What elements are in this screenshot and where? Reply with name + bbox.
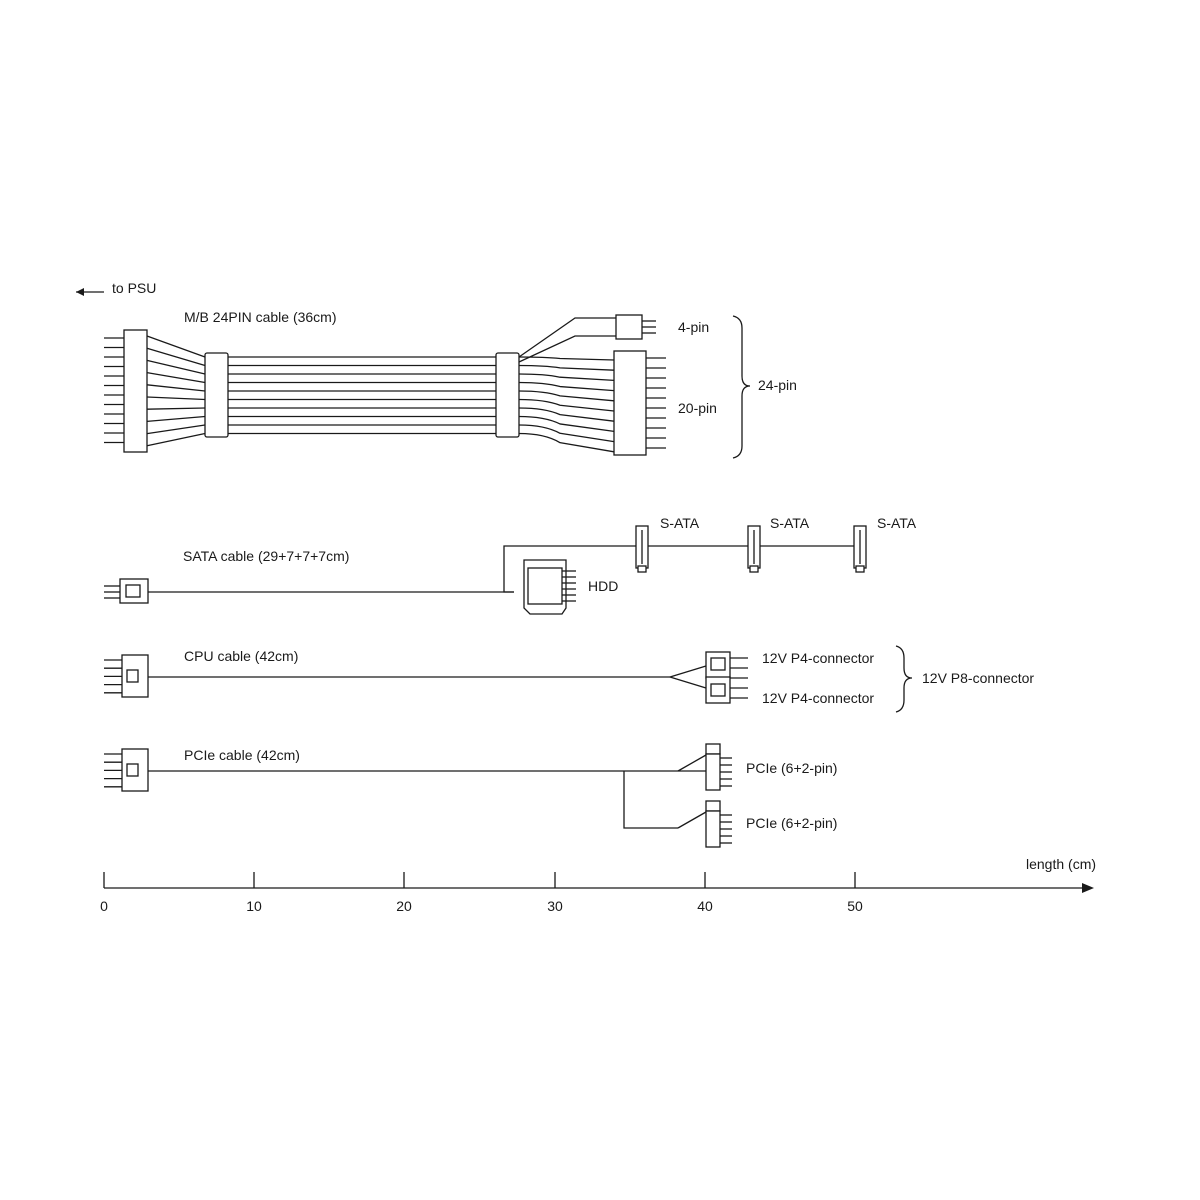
mb-wire-left-fan xyxy=(146,347,206,367)
mb-wire-right-fan xyxy=(518,381,615,392)
pcie-connector-1 xyxy=(705,753,721,791)
cpu-split-wires xyxy=(669,665,707,689)
cpu-cable-label: CPU cable (42cm) xyxy=(184,648,298,664)
axis-tick-label: 40 xyxy=(697,898,713,914)
sata-plug-tab xyxy=(749,565,759,573)
cpu-p8-label: 12V P8-connector xyxy=(922,670,1034,686)
pcie-left-pins xyxy=(104,753,122,788)
cpu-left-pins xyxy=(104,659,122,694)
pcie-connector-label-1: PCIe (6+2-pin) xyxy=(746,760,837,776)
pcie-branch-wire xyxy=(623,771,678,829)
length-axis xyxy=(103,872,1094,893)
to-psu-arrow xyxy=(76,288,104,296)
sata-cable-label: SATA cable (29+7+7+7cm) xyxy=(183,548,349,564)
cpu-psu-connector-latch xyxy=(126,669,139,683)
hdd-connector-body xyxy=(527,567,563,605)
sata-label-3: S-ATA xyxy=(877,515,917,531)
sata-label-1: S-ATA xyxy=(660,515,700,531)
mb-wire-right-fan xyxy=(518,415,615,433)
pcie-cable xyxy=(104,743,732,848)
mb-wire-4pin xyxy=(518,335,616,363)
mb-cable-label: M/B 24PIN cable (36cm) xyxy=(184,309,337,325)
cpu-p4-connector-2 xyxy=(705,676,731,704)
mb-wire-left-fan xyxy=(146,359,206,375)
mb-wire-4pin xyxy=(518,317,616,358)
sata-run-wire xyxy=(503,545,858,593)
mb-20pin-connector xyxy=(613,350,647,456)
mb-right-clip xyxy=(495,352,520,438)
cpu-cable xyxy=(104,645,913,713)
axis-tick-label: 20 xyxy=(396,898,412,914)
hdd-label: HDD xyxy=(588,578,618,594)
cpu-p8-brace xyxy=(895,645,913,713)
axis-tick-label: 50 xyxy=(847,898,863,914)
sata-psu-connector-latch xyxy=(125,584,141,598)
mb-wire-right-fan xyxy=(518,432,615,453)
sata-left-pins xyxy=(104,585,120,599)
pcie-psu-connector-latch xyxy=(126,763,139,777)
mb-wire-left-fan xyxy=(146,424,206,435)
axis-tick-label: 10 xyxy=(246,898,262,914)
mb-wire-left-fan xyxy=(146,407,206,410)
axis-label: length (cm) xyxy=(1026,856,1096,872)
mb-wire-left-fan xyxy=(146,415,206,423)
pcie-connector-2 xyxy=(705,810,721,848)
mb-wire-left-fan xyxy=(146,432,206,447)
sata-label-2: S-ATA xyxy=(770,515,810,531)
mb-wire-right-fan xyxy=(518,373,615,382)
cpu-p4-pins xyxy=(710,657,748,699)
mb-wire-left-fan xyxy=(146,371,206,384)
cpu-p4-label-1: 12V P4-connector xyxy=(762,650,874,666)
hdd-pins xyxy=(562,570,576,602)
mb-wire-left-fan xyxy=(146,335,206,358)
axis-tick-label: 30 xyxy=(547,898,563,914)
pcie-connector-2-clip xyxy=(705,800,721,812)
sata-plug-tab xyxy=(637,565,647,573)
mb-wire-right-fan xyxy=(518,398,615,412)
pcie-connector-label-2: PCIe (6+2-pin) xyxy=(746,815,837,831)
mb-wire-right-fan xyxy=(518,356,615,361)
pcie-connector-1-clip xyxy=(705,743,721,755)
mb-wires xyxy=(146,317,616,453)
mb-24pin-cable xyxy=(104,314,751,459)
mb-left-connector xyxy=(123,329,148,453)
mb-20pin-label: 20-pin xyxy=(678,400,717,416)
mb-wire-right-fan xyxy=(518,390,615,402)
cpu-p4-label-2: 12V P4-connector xyxy=(762,690,874,706)
mb-4pin-pins xyxy=(642,320,656,334)
axis-arrowhead xyxy=(1082,883,1094,893)
cpu-p4-latch xyxy=(710,657,726,671)
pcie-cable-label: PCIe cable (42cm) xyxy=(184,747,300,763)
mb-left-pins xyxy=(104,337,124,444)
axis-tick-label: 0 xyxy=(100,898,108,914)
mb-24pin-label: 24-pin xyxy=(758,377,797,393)
mb-wire-right-fan xyxy=(518,424,615,443)
cpu-p4-latch xyxy=(710,683,726,697)
pcie-split-wires xyxy=(677,754,707,829)
mb-24pin-brace xyxy=(732,315,751,459)
mb-wire-left-fan xyxy=(146,384,206,392)
mb-wire-left-fan xyxy=(146,396,206,401)
mb-wire-right-fan xyxy=(518,364,615,371)
sata-plug-tab xyxy=(855,565,865,573)
mb-left-clip xyxy=(204,352,229,438)
mb-20pin-pins xyxy=(646,357,666,449)
sata-plugs xyxy=(635,525,867,573)
mb-4pin-connector xyxy=(615,314,643,340)
to-psu-label: to PSU xyxy=(112,280,156,296)
mb-wire-right-fan xyxy=(518,407,615,422)
sata-cable xyxy=(104,525,867,615)
sata-psu-connector xyxy=(119,578,149,604)
mb-4pin-label: 4-pin xyxy=(678,319,709,335)
pcie-right-pins xyxy=(720,757,732,844)
